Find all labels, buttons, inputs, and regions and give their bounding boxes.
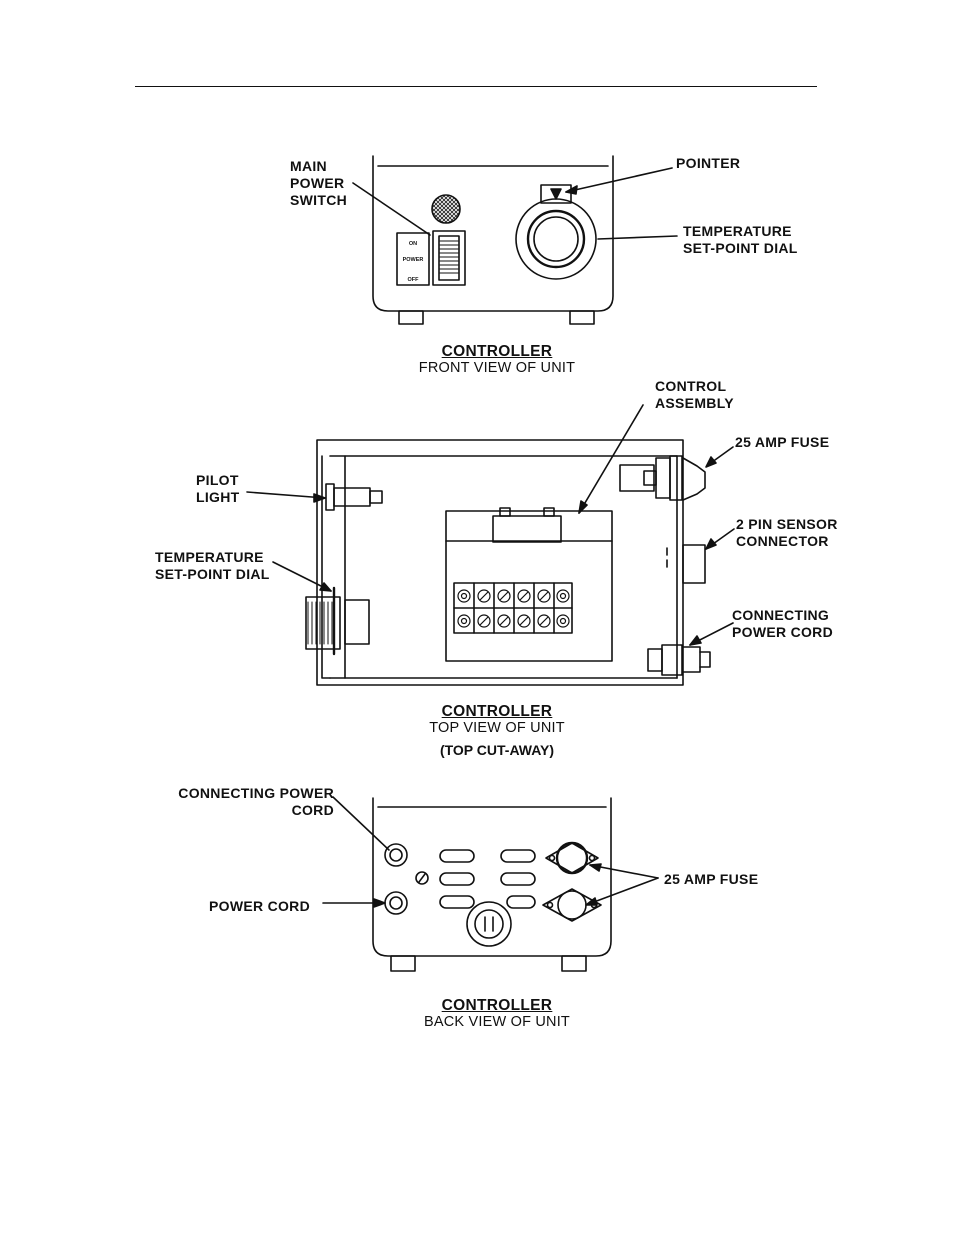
top-dial-shaft [344,599,370,645]
leader-control-assembly [578,404,644,514]
pilot-light-lens [431,194,461,224]
power-switch-ribs [438,235,460,281]
fuse-holder [619,464,655,492]
fuse-cap [682,457,706,501]
control-relay [492,515,562,543]
top-view [246,404,735,686]
pointer-window [540,184,572,204]
outlet-plate [466,901,512,947]
label-fuse-back: 25 AMP FUSE [664,871,759,887]
label-connecting-power-cord-top: CONNECTING POWER CORD [732,607,833,640]
front-foot-left [398,310,424,325]
power-cord-stub [682,646,701,673]
leader-fuse-back-lower [585,877,659,906]
power-switch-rib-lines [439,240,459,274]
caption-front-title: CONTROLLER [441,343,553,360]
pilot-light-body [325,483,335,511]
label-connecting-power-cord-back: CONNECTING POWER CORD [178,785,334,818]
front-view [352,155,678,325]
leader-connecting-cord-back [332,796,390,851]
back-foot-left [390,955,416,972]
top-housing [316,439,684,686]
cord-strain-relief [647,648,663,672]
label-pointer: POINTER [676,155,741,171]
back-view [322,796,659,972]
power-switch-rocker [432,230,466,286]
dial-ring [526,209,586,269]
back-foot-right [561,955,587,972]
ground-screw [415,871,429,885]
caption-top-subtitle: TOP VIEW OF UNIT [429,720,565,736]
front-foot-right [569,310,595,325]
power-cord-socket [384,891,408,915]
temperature-setpoint-dial [533,216,579,262]
top-dial-knob [305,596,341,650]
label-control-assembly: CONTROL ASSEMBLY [655,378,734,411]
control-assembly-board [445,510,613,662]
switch-off-text: OFF [408,277,420,283]
front-housing [372,155,614,312]
terminal-screws [457,589,570,628]
fuse-holder-lower [557,890,587,920]
label-pilot-light: PILOT LIGHT [196,472,240,505]
pointer-arrow [550,188,562,200]
fuse-flange-upper [545,842,599,874]
switch-power-text: POWER [403,257,424,263]
leader-pointer [565,167,673,193]
leader-temp-dial-front [597,235,678,240]
vent-slot [439,849,475,863]
label-fuse-top: 25 AMP FUSE [735,434,830,450]
caption-back-subtitle: BACK VIEW OF UNIT [424,1014,570,1030]
caption-back-title: CONTROLLER [441,997,553,1014]
leader-fuse-back-upper [589,864,659,879]
label-power-cord: POWER CORD [209,898,310,914]
connecting-cord-socket [384,843,408,867]
switch-legend-plate [396,232,430,286]
label-temperature-setpoint-dial-front: TEMPERATURE SET-POINT DIAL [683,223,798,256]
caption-top: CONTROLLER TOP VIEW OF UNIT (TOP CUT-AWA… [377,703,617,759]
caption-back: CONTROLLER BACK VIEW OF UNIT [377,997,617,1031]
fuse-holder-upper [555,841,589,875]
top-rule [135,86,817,87]
caption-front: CONTROLLER FRONT VIEW OF UNIT [377,343,617,377]
sensor-connector-body [682,544,706,584]
label-sensor-connector: 2 PIN SENSOR CONNECTOR [736,516,838,549]
switch-on-text: ON [409,241,417,247]
leader-pilot-light [246,491,326,499]
caption-top-title: CONTROLLER [441,703,553,720]
leader-main-power-switch [352,182,431,236]
caption-front-subtitle: FRONT VIEW OF UNIT [418,360,576,376]
label-main-power-switch: MAIN POWER SWITCH [290,158,348,208]
caption-top-note: (TOP CUT-AWAY) [439,742,555,758]
label-temperature-setpoint-dial-top: TEMPERATURE SET-POINT DIAL [155,549,270,582]
back-housing [372,797,612,957]
